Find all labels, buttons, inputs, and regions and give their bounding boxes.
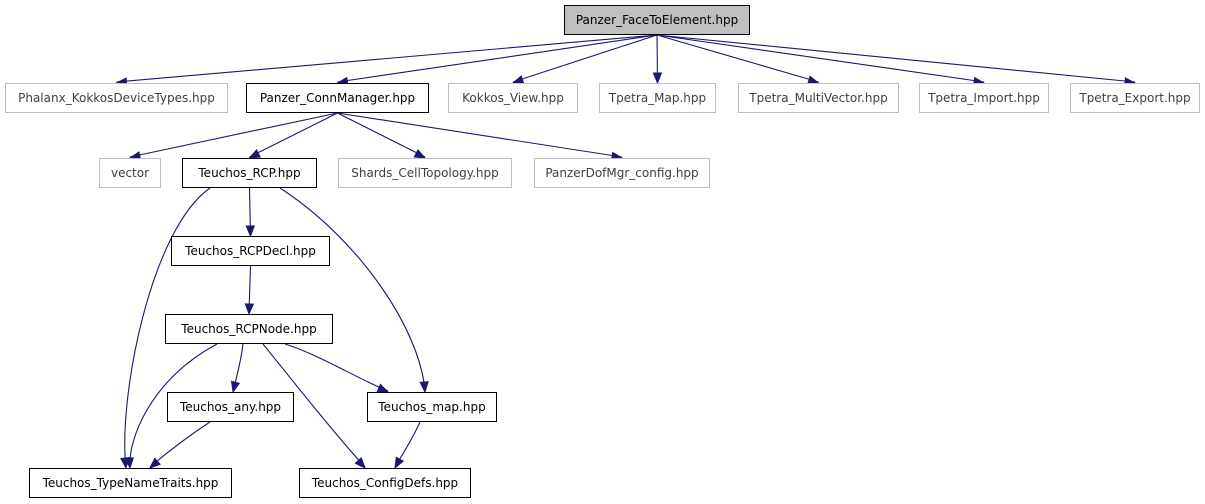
edge-map-to-configdefs	[394, 421, 421, 470]
edge-rcpdecl-to-rcpnode	[244, 265, 255, 316]
node-teuchos-any[interactable]: Teuchos_any.hpp	[167, 392, 294, 422]
node-tpetra-export[interactable]: Tpetra_Export.hpp	[1070, 83, 1200, 113]
edge-root-to-tpetra_import	[656, 34, 986, 87]
edge-any-to-typenametraits	[148, 421, 211, 469]
edge-connmgr-to-rcp	[248, 112, 338, 159]
edge-connmgr-to-vector	[128, 112, 338, 161]
node-teuchos-map[interactable]: Teuchos_map.hpp	[367, 392, 497, 422]
edge-connmgr-to-dofmgr_config	[337, 112, 624, 162]
node-panzerdofmgr-config[interactable]: PanzerDofMgr_config.hpp	[534, 158, 710, 188]
edge-root-to-tpetra_map	[652, 34, 663, 85]
node-teuchos-typenametraits[interactable]: Teuchos_TypeNameTraits.hpp	[29, 468, 232, 498]
edge-connmgr-to-shards	[337, 112, 427, 159]
node-kokkos-view[interactable]: Kokkos_View.hpp	[448, 83, 578, 113]
edge-rcpnode-to-typenametraits	[124, 343, 218, 470]
edge-root-to-tpetra_export	[656, 34, 1137, 87]
node-teuchos-rcpnode[interactable]: Teuchos_RCPNode.hpp	[165, 314, 333, 344]
node-vector[interactable]: vector	[99, 158, 161, 188]
edge-rcpnode-to-configdefs	[262, 343, 366, 470]
node-panzer-connmanager[interactable]: Panzer_ConnManager.hpp	[246, 83, 429, 113]
node-panzer-facetoelement[interactable]: Panzer_FaceToElement.hpp	[564, 5, 750, 35]
node-tpetra-multivector[interactable]: Tpetra_MultiVector.hpp	[738, 83, 899, 113]
edge-rcp-to-map	[279, 187, 429, 394]
node-tpetra-map[interactable]: Tpetra_Map.hpp	[599, 83, 716, 113]
node-shards-celltopology[interactable]: Shards_CellTopology.hpp	[338, 158, 512, 188]
edge-rcpnode-to-any	[230, 343, 244, 394]
node-teuchos-rcpdecl[interactable]: Teuchos_RCPDecl.hpp	[171, 236, 330, 266]
edge-rcp-to-rcpdecl	[245, 187, 256, 238]
edge-root-to-kokkos_view	[511, 34, 658, 85]
edge-root-to-tpetra_mv	[656, 34, 820, 85]
node-teuchos-rcp[interactable]: Teuchos_RCP.hpp	[182, 158, 317, 188]
edge-root-to-connmgr	[336, 34, 658, 87]
node-teuchos-configdefs[interactable]: Teuchos_ConfigDefs.hpp	[299, 468, 471, 498]
edge-rcpnode-to-map	[284, 343, 390, 393]
edge-root-to-phalanx	[115, 34, 658, 87]
node-phalanx-kokkosdevicetypes[interactable]: Phalanx_KokkosDeviceTypes.hpp	[5, 83, 228, 113]
node-tpetra-import[interactable]: Tpetra_Import.hpp	[919, 83, 1049, 113]
